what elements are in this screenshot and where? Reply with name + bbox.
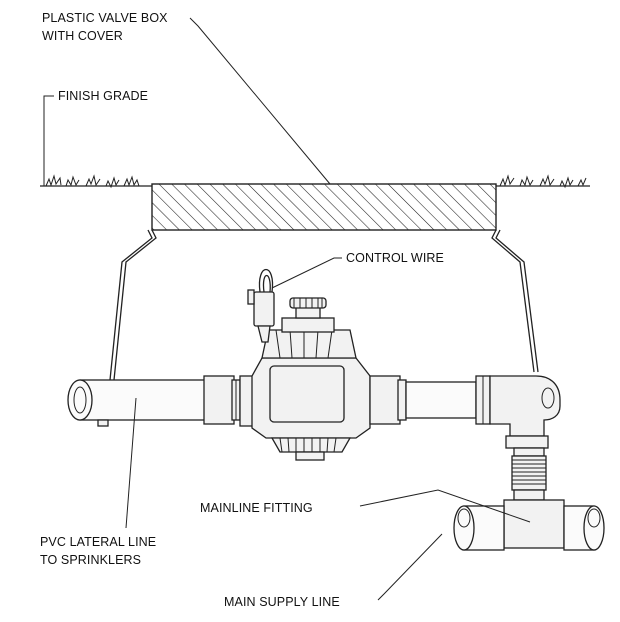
solenoid [247,269,275,343]
label-pvc-lateral-line1: PVC LATERAL LINE [40,535,156,549]
label-finish-grade: FINISH GRADE [58,89,148,103]
pipe-elbow [489,375,561,449]
mainline-fitting [503,499,565,549]
finish-grade-line [40,174,590,189]
label-control-wire: CONTROL WIRE [346,251,444,265]
main-supply-pipe [453,505,605,551]
valve-box-body [109,229,539,381]
label-main-supply-line: MAIN SUPPLY LINE [224,595,340,609]
riser-nipple [511,447,547,501]
label-valve-box-line2: WITH COVER [42,29,123,43]
label-pvc-lateral-line2: TO SPRINKLERS [40,553,141,567]
label-valve-box-line1: PLASTIC VALVE BOX [42,11,168,25]
left-adapter [203,375,263,427]
right-adapter [369,375,491,425]
irrigation-valve [251,297,371,461]
pvc-lateral-pipe [67,379,207,427]
leader-lines [43,17,531,601]
label-mainline-fitting: MAINLINE FITTING [200,501,313,515]
valve-box-cover [151,183,497,231]
